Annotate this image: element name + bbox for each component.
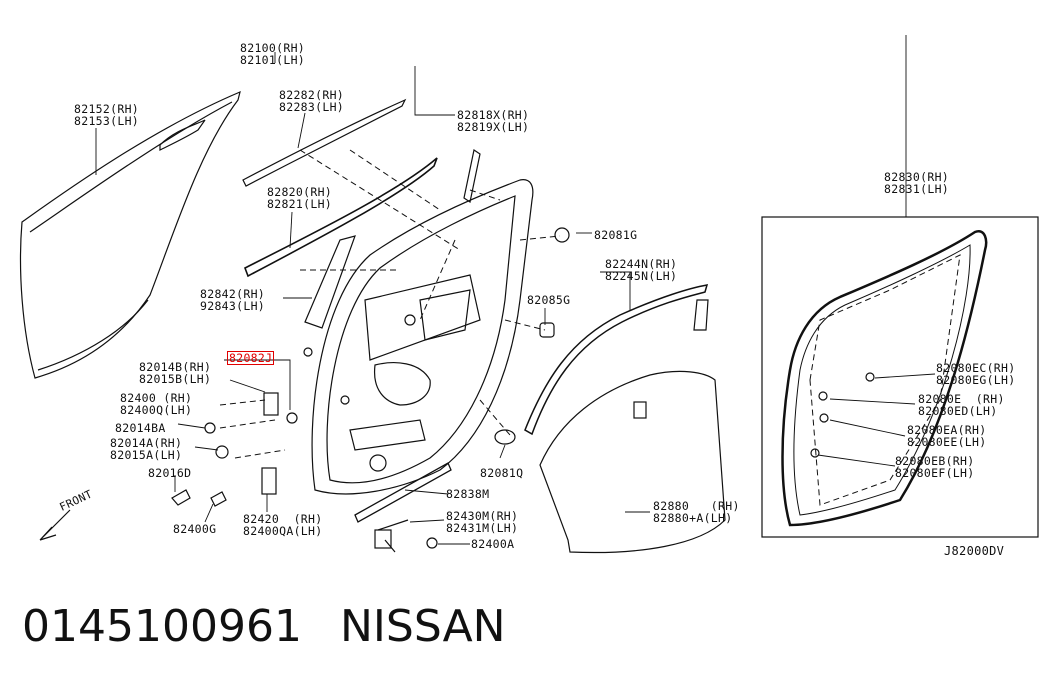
- door-outer-panel: [19, 90, 241, 379]
- label-82080eb: 82080EB(RH) 82080EF(LH): [895, 454, 975, 480]
- label-82430m: 82430M(RH) 82431M(LH): [446, 509, 519, 535]
- label-82080e: 82080E (RH) 82080ED(LH): [918, 392, 1005, 418]
- label-82820: 82820(RH) 82821(LH): [267, 185, 333, 211]
- label-82880: 82880 (RH) 82880+A(LH): [653, 499, 740, 525]
- label-82014ba: 82014BA: [115, 421, 166, 435]
- label-82014b: 82014B(RH) 82015B(LH): [139, 360, 212, 386]
- label-82818x: 82818X(RH) 82819X(LH): [457, 108, 530, 134]
- window-moulding-lower: [243, 157, 438, 278]
- label-82081g: 82081G: [594, 228, 638, 242]
- label-82152: 82152(RH) 82153(LH): [74, 102, 140, 128]
- brand-name: NISSAN: [340, 601, 506, 652]
- label-82016d: 82016D: [148, 466, 192, 480]
- label-82838m: 82838M: [446, 487, 490, 501]
- label-82080ec: 82080EC(RH) 82080EG(LH): [936, 361, 1016, 387]
- label-82081q: 82081Q: [480, 466, 524, 480]
- label-82830: 82830(RH) 82831(LH): [884, 170, 950, 196]
- label-82282: 82282(RH) 82283(LH): [279, 88, 345, 114]
- label-82400a: 82400A: [471, 537, 515, 551]
- diagram-code: J82000DV: [944, 544, 1005, 558]
- label-82420: 82420 (RH) 82400QA(LH): [243, 512, 323, 538]
- label-82100: 82100(RH) 82101(LH): [240, 41, 306, 67]
- label-82085g: 82085G: [527, 293, 571, 307]
- parts-diagram: [19, 35, 1039, 554]
- label-82014a: 82014A(RH) 82015A(LH): [110, 436, 183, 462]
- sash-channel: [524, 284, 709, 436]
- label-82400g: 82400G: [173, 522, 217, 536]
- part-number: 0145100961: [22, 601, 302, 652]
- door-inner-frame: [311, 179, 534, 495]
- label-82842: 82842(RH) 92843(LH): [200, 287, 266, 313]
- label-82080ea: 82080EA(RH) 82080EE(LH): [907, 423, 987, 449]
- highlighted-part-82082j[interactable]: 82082J: [227, 351, 275, 365]
- label-82400: 82400 (RH) 82400Q(LH): [120, 391, 193, 417]
- door-glass: [539, 370, 726, 554]
- weatherstrip-box: [761, 216, 1039, 538]
- label-82244n: 82244N(RH) 82245N(LH): [605, 257, 678, 283]
